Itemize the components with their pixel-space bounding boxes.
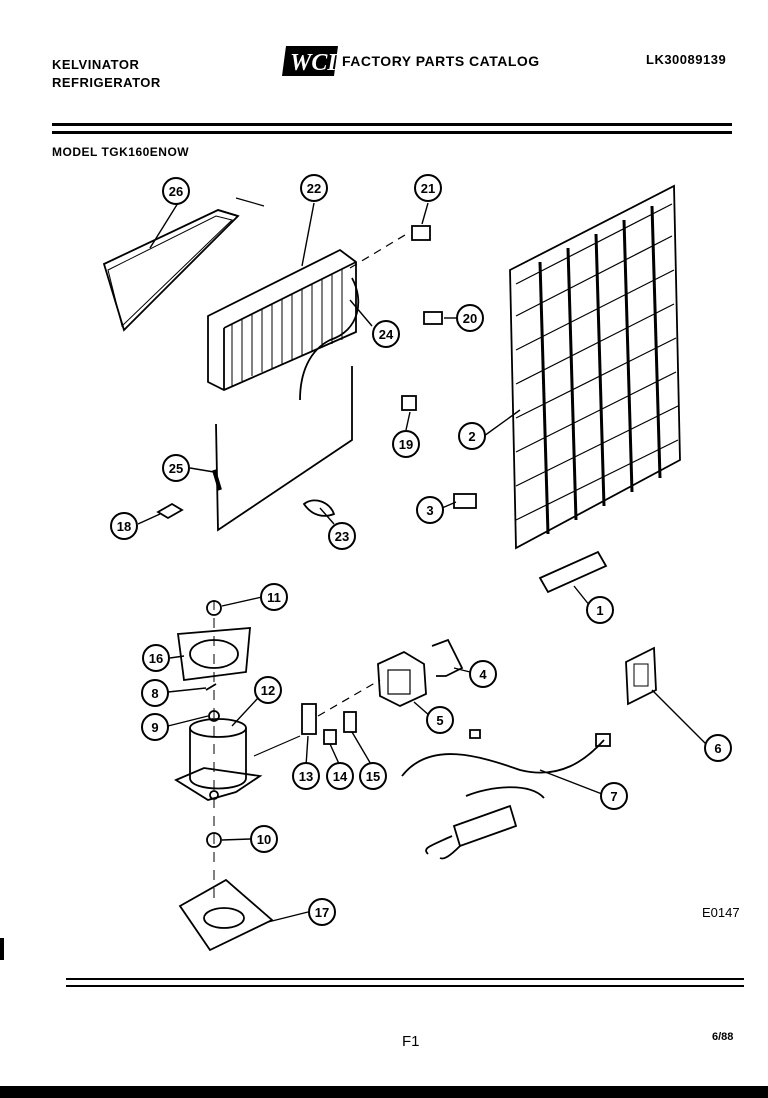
part-26-panel: [102, 209, 240, 332]
scan-bottom-edge: [0, 1086, 768, 1098]
callout-3-label: 3: [426, 503, 433, 518]
run-capacitor: [425, 786, 545, 860]
callout-15-label: 15: [366, 769, 380, 784]
catalog-title: FACTORY PARTS CATALOG: [342, 53, 540, 69]
header-rule-top: [52, 123, 732, 126]
part-2-condenser: [509, 184, 681, 550]
callout-8-label: 8: [151, 686, 158, 701]
callout-16-label: 16: [149, 651, 163, 666]
callout-17: 17: [308, 898, 336, 926]
diagram-code: E0147: [702, 905, 740, 920]
part-4-clip: [431, 638, 464, 677]
footer-rule-top: [66, 978, 744, 980]
callout-5: 5: [426, 706, 454, 734]
part-7-power-cord: [401, 729, 611, 777]
part-17-mounting-base: [178, 878, 274, 952]
callout-1: 1: [586, 596, 614, 624]
callout-9-label: 9: [151, 720, 158, 735]
callout-2: 2: [458, 422, 486, 450]
part-8-clip: [205, 683, 217, 691]
callout-25: 25: [162, 454, 190, 482]
callout-6-label: 6: [714, 741, 721, 756]
part-15-overload: [343, 711, 357, 733]
product-type: REFRIGERATOR: [52, 75, 161, 90]
part-6-bracket: [625, 646, 657, 706]
part-22-evaporator: [207, 197, 357, 391]
part-14-clip: [323, 729, 337, 745]
callout-17-label: 17: [315, 905, 329, 920]
callout-7-label: 7: [610, 789, 617, 804]
callout-1-label: 1: [596, 603, 603, 618]
callout-19: 19: [392, 430, 420, 458]
callout-14: 14: [326, 762, 354, 790]
part-13-relay: [301, 703, 317, 735]
part-1-drier: [538, 550, 608, 594]
part-21-clip: [411, 225, 431, 241]
callout-12-label: 12: [261, 683, 275, 698]
callout-10: 10: [250, 825, 278, 853]
callout-15: 15: [359, 762, 387, 790]
callout-18-label: 18: [117, 519, 131, 534]
callout-21-label: 21: [421, 181, 435, 196]
callout-7: 7: [600, 782, 628, 810]
callout-13: 13: [292, 762, 320, 790]
callout-23: 23: [328, 522, 356, 550]
callout-4-label: 4: [479, 667, 487, 682]
callout-24-label: 24: [379, 327, 394, 342]
revision-date: 6/88: [712, 1031, 734, 1043]
model-line: MODEL TGK160ENOW: [52, 145, 190, 159]
brand-name: KELVINATOR: [52, 57, 140, 72]
callout-11-label: 11: [267, 590, 281, 605]
callout-20: 20: [456, 304, 484, 332]
refrigerant-tubing: [212, 277, 360, 532]
part-3-grommet: [453, 493, 477, 509]
callout-5-label: 5: [436, 713, 443, 728]
part-23-clip: [302, 499, 336, 517]
callout-24: 24: [372, 320, 400, 348]
callout-22-label: 22: [307, 181, 321, 196]
scan-edge-mark: [0, 938, 4, 960]
part-19-clip: [401, 395, 417, 411]
callout-26-label: 26: [169, 184, 183, 199]
part-5-terminal-cover: [377, 650, 427, 707]
callout-10-label: 10: [257, 832, 271, 847]
callout-19-label: 19: [399, 437, 413, 452]
part-18-clip: [156, 502, 184, 520]
callout-16: 16: [142, 644, 170, 672]
callout-21: 21: [414, 174, 442, 202]
callout-14-label: 14: [333, 769, 348, 784]
callout-11: 11: [260, 583, 288, 611]
callout-4: 4: [469, 660, 497, 688]
header-rule-bottom: [52, 131, 732, 134]
callout-13-label: 13: [299, 769, 313, 784]
callout-2-label: 2: [468, 429, 475, 444]
callout-20-label: 20: [463, 311, 477, 326]
callout-22: 22: [300, 174, 328, 202]
callout-8: 8: [141, 679, 169, 707]
callout-6: 6: [704, 734, 732, 762]
callout-9: 9: [141, 713, 169, 741]
callout-3: 3: [416, 496, 444, 524]
part-10-grommet: [206, 832, 222, 848]
wci-logo: WCI: [282, 46, 338, 76]
callout-23-label: 23: [335, 529, 349, 544]
footer-rule-bottom: [66, 985, 744, 987]
part-12-compressor: [174, 718, 263, 801]
callout-12: 12: [254, 676, 282, 704]
callout-18: 18: [110, 512, 138, 540]
callout-25-label: 25: [169, 461, 183, 476]
page-code: F1: [402, 1033, 420, 1050]
part-20-bracket: [423, 311, 443, 325]
callout-26: 26: [162, 177, 190, 205]
svg-text:WCI: WCI: [290, 50, 338, 76]
catalog-number: LK30089139: [646, 52, 727, 67]
